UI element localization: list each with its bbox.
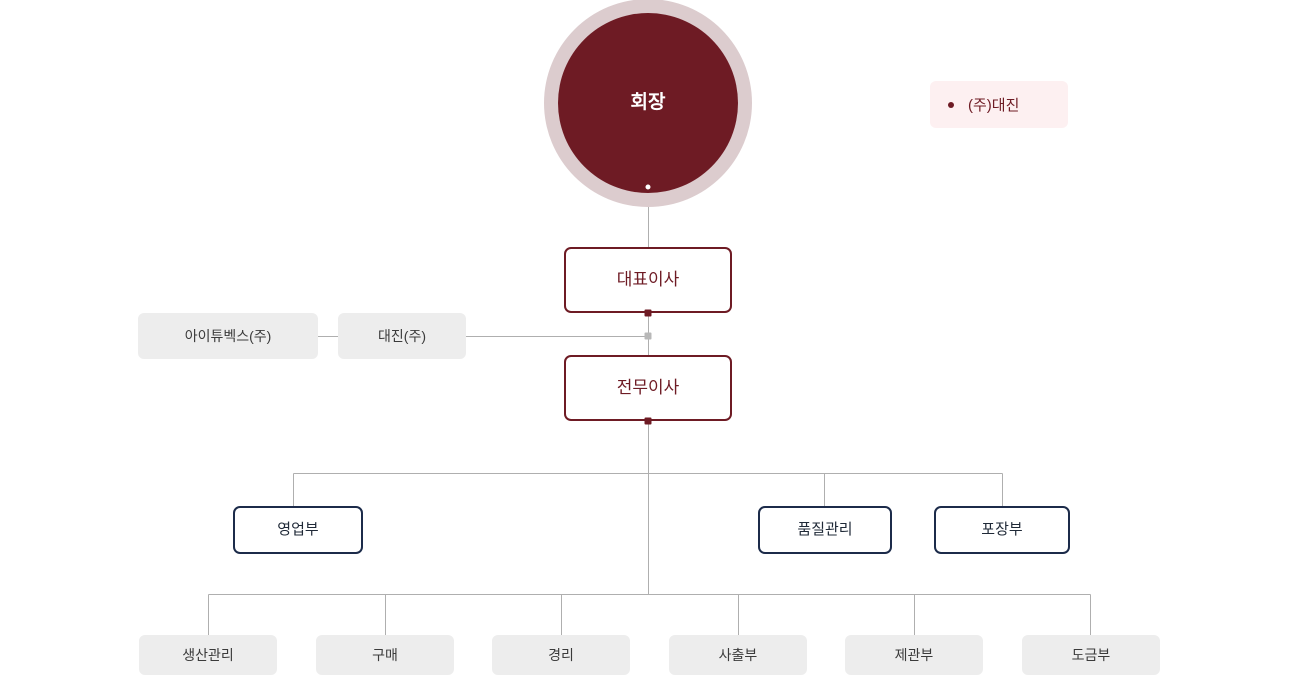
node-ceo-label: 대표이사 [616,269,680,289]
node-affiliate-itubex[interactable]: 아이튜벡스(주) [138,313,318,359]
connector-dot-ceo-affiliate [644,332,652,340]
node-department-sales[interactable]: 영업부 [233,506,363,554]
node-department-quality-label: 품질관리 [797,521,853,538]
node-department-sales-label: 영업부 [277,521,319,538]
node-team-fabrication[interactable]: 제관부 [845,635,983,675]
connector-dot-ceo [644,309,652,317]
node-affiliate-daejin-label: 대진(주) [378,327,426,344]
node-team-fabrication-label: 제관부 [894,646,934,663]
node-affiliate-daejin[interactable]: 대진(주) [338,313,466,359]
node-chairman-label: 회장 [630,91,666,113]
legend-box: (주)대진 [930,81,1068,128]
node-team-purchase-label: 구매 [372,646,398,663]
legend-label: (주)대진 [968,97,1020,114]
node-ceo[interactable]: 대표이사 [564,247,732,313]
node-team-accounting[interactable]: 경리 [492,635,630,675]
node-team-injection[interactable]: 사출부 [669,635,807,675]
node-team-production-label: 생산관리 [182,646,234,663]
node-department-quality[interactable]: 품질관리 [758,506,892,554]
connector-dot-evp [644,417,652,425]
bullet-dot-icon [948,101,954,108]
node-chairman[interactable]: 회장 [558,13,738,193]
node-evp[interactable]: 전무이사 [564,355,732,421]
node-team-plating-label: 도금부 [1071,646,1111,663]
node-evp-label: 전무이사 [616,377,680,397]
node-team-accounting-label: 경리 [548,646,574,663]
node-team-purchase[interactable]: 구매 [316,635,454,675]
connector-dot-chairman [643,182,653,192]
node-affiliate-itubex-label: 아이튜벡스(주) [184,327,272,344]
node-team-injection-label: 사출부 [718,646,758,663]
node-department-packaging-label: 포장부 [981,521,1023,538]
node-department-packaging[interactable]: 포장부 [934,506,1070,554]
node-team-production[interactable]: 생산관리 [139,635,277,675]
node-team-plating[interactable]: 도금부 [1022,635,1160,675]
